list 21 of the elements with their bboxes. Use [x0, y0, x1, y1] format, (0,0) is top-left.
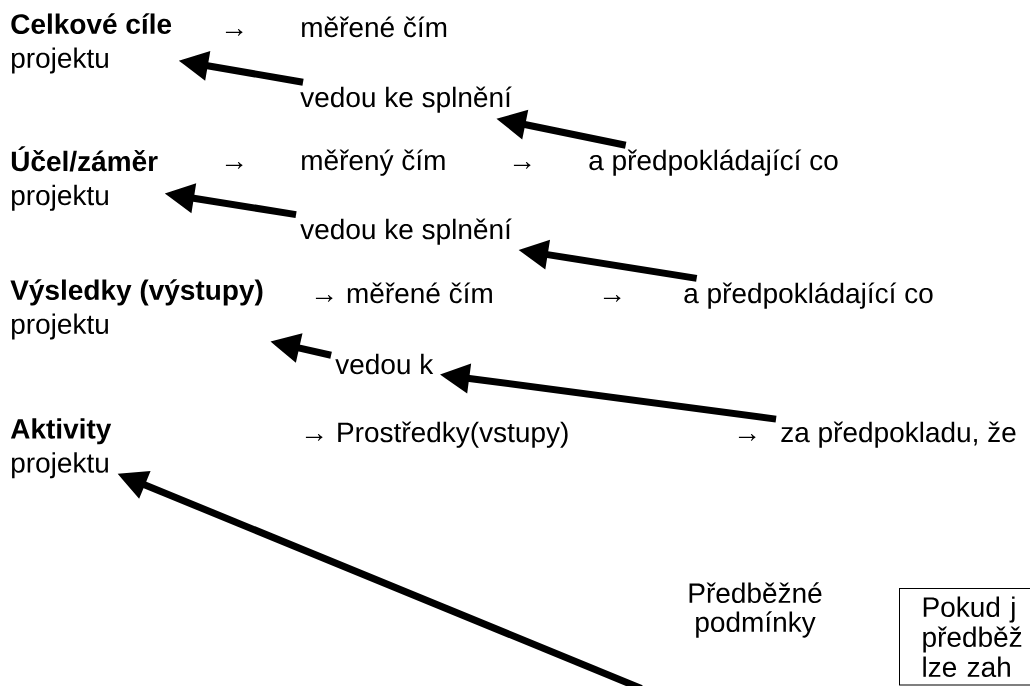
node-text: a předpokládající co: [589, 149, 838, 176]
label-text: →: [738, 434, 756, 441]
node-text: vedou ke splnění: [300, 218, 512, 245]
label-text: měřené čím: [302, 16, 447, 38]
node-text: Celkové cíle projektu: [11, 13, 172, 74]
label-text: → měřené čím: [315, 282, 492, 304]
node-text: vedou k: [335, 353, 434, 375]
label-text: →: [513, 162, 531, 169]
label-text: Předběžné podmínky: [689, 582, 822, 638]
node-text: Aktivity projektu: [10, 418, 112, 479]
node-text: Výsledky (výstupy) projektu: [10, 279, 263, 340]
node-text: vedou ke splnění: [300, 86, 512, 113]
node-text: za předpokladu, že: [781, 421, 1016, 448]
label-text: →: [225, 29, 243, 36]
label-text: → Prostředky(vstupy): [305, 421, 568, 448]
label-text: →: [603, 295, 621, 302]
node-text: a předpokládající co: [684, 282, 933, 309]
label-text: →: [225, 162, 243, 169]
label-text: měřený čím: [302, 149, 445, 176]
node-text: Účel/záměr projektu: [11, 146, 158, 211]
note-box: Pokud j předběž lze zah: [899, 588, 1030, 686]
